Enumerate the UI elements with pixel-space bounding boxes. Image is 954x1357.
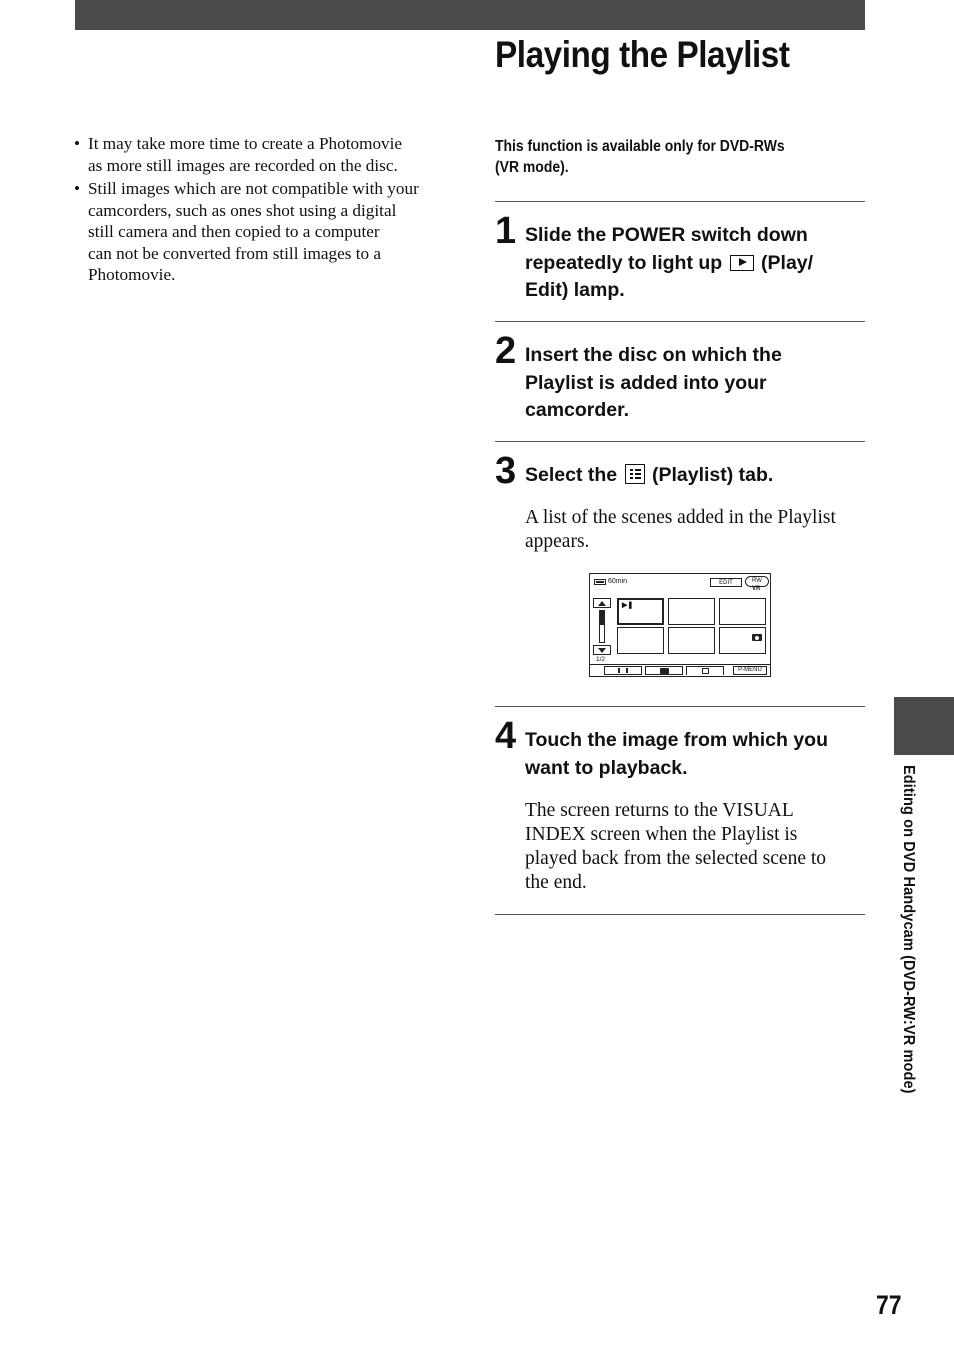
thumbnail[interactable]: ▶❚	[617, 598, 664, 625]
disc-type-badge: RW	[745, 576, 769, 587]
step-number: 2	[495, 330, 517, 372]
tab-movie[interactable]	[604, 666, 642, 675]
note-item: Still images which are not compatible wi…	[72, 178, 447, 286]
camera-icon	[752, 634, 762, 641]
tab-playlist[interactable]	[686, 666, 724, 675]
step-body: A list of the scenes added in the Playli…	[525, 507, 836, 552]
mode-badge: VR	[752, 586, 761, 592]
step-body: The screen returns to the VISUAL INDEX s…	[525, 800, 827, 893]
page-title: Playing the Playlist	[495, 34, 790, 75]
divider	[495, 441, 865, 442]
step-heading: Touch the image from which you want to p…	[525, 729, 828, 779]
section-tab	[894, 697, 954, 755]
battery-remaining: 60min	[608, 578, 628, 585]
play-edit-icon	[729, 254, 754, 271]
scroll-up-button[interactable]	[593, 598, 611, 608]
edit-button[interactable]: EDIT	[710, 578, 742, 587]
step-number: 3	[495, 450, 517, 492]
p-menu-button[interactable]: P-MENU	[733, 666, 767, 675]
battery-icon	[594, 579, 606, 585]
step-heading: Slide the POWER switch down repeatedly t…	[525, 224, 814, 301]
note-item: It may take more time to create a Photom…	[72, 133, 447, 176]
scrollbar-track[interactable]	[599, 610, 605, 643]
scroll-down-button[interactable]	[593, 645, 611, 655]
page-number: 77	[876, 1290, 902, 1320]
divider	[495, 706, 865, 707]
divider	[495, 914, 865, 915]
thumbnail[interactable]	[617, 627, 664, 654]
page-indicator: 1/2	[596, 656, 606, 663]
thumbnail[interactable]	[668, 627, 715, 654]
scrollbar-thumb[interactable]	[600, 611, 604, 625]
playlist-icon	[624, 464, 645, 484]
screen-tab-bar: P-MENU	[590, 664, 770, 677]
thumbnail[interactable]	[668, 598, 715, 625]
divider	[495, 201, 865, 202]
step-heading: Insert the disc on which the Playlist is…	[525, 344, 782, 421]
tab-still[interactable]	[645, 666, 683, 675]
section-label: Editing on DVD Handycam (DVD-RW:VR mode)	[900, 765, 917, 1094]
thumbnail[interactable]	[719, 598, 766, 625]
thumbnail-grid: ▶❚	[617, 598, 767, 656]
intro-note: This function is available only for DVD-…	[495, 138, 785, 176]
divider	[495, 321, 865, 322]
header-bar	[75, 0, 865, 30]
step-number: 4	[495, 715, 517, 757]
step-heading: Select the (Playlist) tab.	[525, 464, 774, 486]
play-marker-icon: ▶❚	[622, 602, 634, 609]
notes-list: It may take more time to create a Photom…	[72, 133, 447, 288]
step-number: 1	[495, 210, 517, 252]
thumbnail[interactable]	[719, 627, 766, 654]
lcd-screen-illustration: 60min EDIT RW VR 1/2 ▶❚ P-MENU	[589, 573, 771, 677]
